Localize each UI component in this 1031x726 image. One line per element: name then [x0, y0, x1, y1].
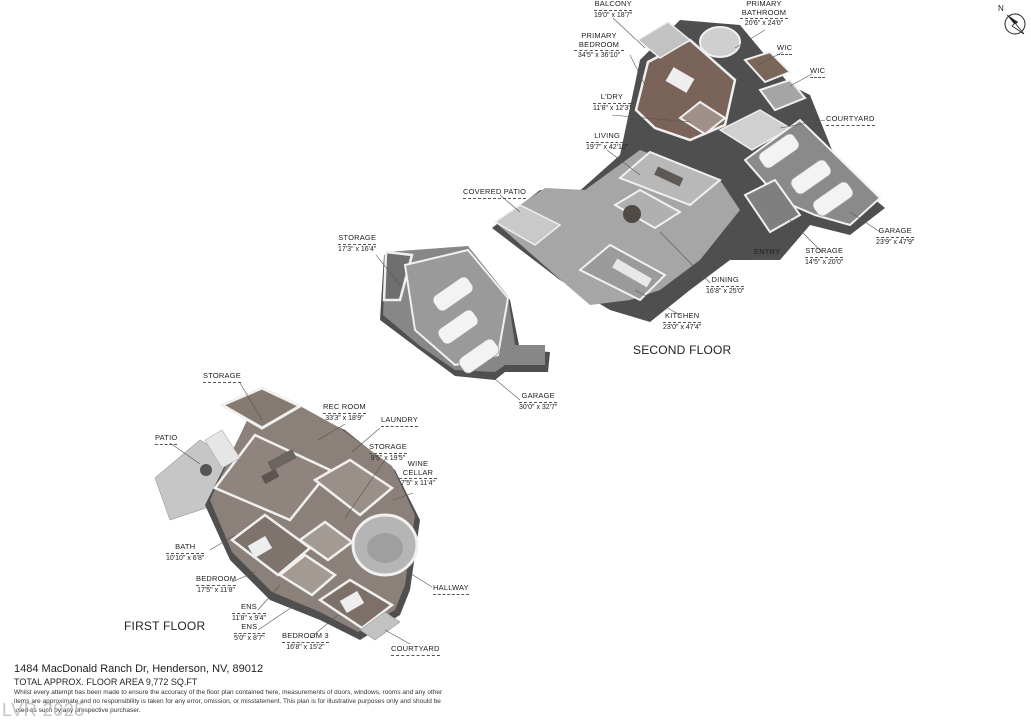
first-floor-plan [154, 386, 420, 641]
ff-table [261, 468, 280, 485]
watermark: LVR 2025 [2, 700, 85, 720]
ff-courtyard [359, 611, 401, 641]
room-label-wic-2: WIC [810, 66, 826, 78]
disclaimer-text: Whilst every attempt has been made to en… [14, 689, 443, 714]
ff-patio-table [200, 464, 212, 476]
room-label-wic-1: WIC [777, 43, 793, 55]
ff-stair [204, 429, 241, 469]
compass-label: N [998, 4, 1004, 13]
ff-storage-block [312, 458, 395, 517]
sf-dining [613, 188, 682, 230]
room-label-entry: ENTRY [754, 247, 781, 259]
sf-kitchen-island [612, 258, 652, 288]
sf-car-1 [758, 133, 800, 169]
first-floor-title: FIRST FLOOR [124, 619, 206, 633]
gb-car-1 [432, 276, 474, 312]
room-label-patio: PATIO [155, 433, 178, 445]
sf-car-3 [812, 181, 854, 217]
leader-lines [169, 17, 881, 645]
ff-ens-1 [277, 553, 338, 597]
sf-laundry [678, 100, 727, 136]
room-label-ff-storage: STORAGE [203, 371, 241, 383]
room-label-laundry: LAUNDRY [381, 415, 419, 427]
room-label-sf-courtyard: COURTYARD [826, 114, 875, 126]
north-arrow-icon: N [996, 4, 1030, 38]
compass-glyph [1004, 13, 1026, 35]
second-floor-plan [492, 20, 885, 322]
gb-car-3 [458, 338, 500, 374]
sf-living-sofa [654, 166, 684, 187]
ff-bed-1 [247, 535, 273, 559]
sf-primary-bed [665, 67, 695, 93]
property-address: 1484 MacDonald Ranch Dr, Henderson, NV, … [14, 663, 264, 675]
ff-bed-3 [339, 590, 365, 614]
room-label-ff-courtyard: COURTYARD [391, 644, 440, 656]
sf-dining-table [623, 205, 641, 223]
sf-balcony [636, 21, 692, 59]
ff-wine-cellar-inner [367, 533, 403, 563]
ff-sofa [267, 449, 297, 471]
sf-primary-bathroom [699, 26, 741, 58]
garage-block-plan [380, 246, 550, 380]
sf-car-2 [790, 159, 832, 195]
total-floor-area: TOTAL APPROX. FLOOR AREA 9,772 SQ.FT [14, 677, 198, 687]
sf-storage [743, 178, 802, 234]
second-floor-title: SECOND FLOOR [633, 343, 732, 357]
room-label-hallway: HALLWAY [433, 583, 469, 595]
sf-wic-1 [743, 50, 792, 84]
sf-covered-patio [493, 204, 562, 246]
plan-footer: 1484 MacDonald Ranch Dr, Henderson, NV, … [14, 663, 444, 715]
ff-storage-room [218, 386, 304, 430]
ff-ens-2 [297, 520, 355, 562]
gb-garage-slab [403, 248, 510, 367]
gb-car-2 [437, 309, 479, 345]
sf-wic-2 [758, 78, 807, 112]
room-label-covered-patio: COVERED PATIO [463, 187, 527, 199]
